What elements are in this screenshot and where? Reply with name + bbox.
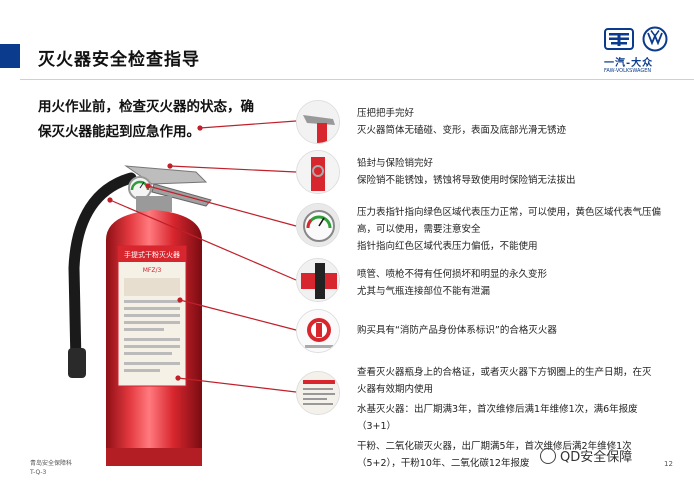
item-seal-pin-check: 铅封与保险销完好 保险销不能锈蚀，锈蚀将导致使用时保险销无法拔出 [357, 155, 667, 189]
item-hose-check: 喷管、喷枪不得有任何损坏和明显的永久变形 尤其与气瓶连接部位不能有泄漏 [357, 266, 667, 300]
logo-brand-subtext: FAW-VOLKSWAGEN [604, 68, 652, 74]
page-title: 灭火器安全检查指导 [38, 50, 200, 70]
certification-mark-thumbnail [296, 309, 340, 353]
seal-pin-thumbnail [296, 150, 340, 194]
page-number: 12 [664, 460, 673, 468]
faw-logo-icon [604, 28, 634, 50]
item-line: 指针指向红色区域代表压力偏低，不能使用 [357, 241, 538, 252]
item-line: 保险销不能锈蚀，锈蚀将导致使用时保险销无法拔出 [357, 175, 576, 186]
header-divider [20, 79, 694, 80]
intro-text: 用火作业前，检查灭火器的状态，确 保灭火器能起到应急作用。 [38, 95, 298, 145]
item-line: 喷管、喷枪不得有任何损坏和明显的永久变形 [357, 269, 548, 280]
label-model: MFZ/3 [143, 267, 162, 274]
item-line: 购买具有“消防产品身份体系标识”的合格灭火器 [357, 325, 557, 336]
fire-extinguisher-image: 手提式干粉灭火器 MFZ/3 [68, 165, 212, 466]
item-line: 尤其与气瓶连接部位不能有泄漏 [357, 286, 491, 297]
certificate-date-thumbnail [296, 371, 340, 415]
pressure-gauge-thumbnail [296, 203, 340, 247]
hose-nozzle-thumbnail [296, 258, 340, 302]
label-title: 手提式干粉灭火器 [124, 250, 180, 259]
watermark: QD安全保障 [540, 446, 632, 465]
header-accent-bar [0, 44, 20, 68]
footer-line-2: T-Q-3 [30, 469, 47, 476]
item-line: 压把把手完好 [357, 108, 415, 119]
item-certification-check: 购买具有“消防产品身份体系标识”的合格灭火器 [357, 322, 667, 339]
item-line: 铅封与保险销完好 [357, 158, 434, 169]
handle-thumbnail [296, 100, 340, 144]
footer-department: 青岛安全保障科 T-Q-3 [30, 459, 72, 477]
intro-line-2: 保灭火器能起到应急作用。 [38, 124, 200, 140]
item-expiry-check: 查看灭火器瓶身上的合格证，或者灭火器下方钢圈上的生产日期，在灭火器有效期内使用 … [357, 364, 657, 472]
vw-logo-icon [642, 26, 668, 52]
item-line: 压力表指针指向绿色区域代表压力正常，可以使用，黄色区域代表气压偏高，可以使用，需… [357, 207, 662, 235]
item-pressure-check: 压力表指针指向绿色区域代表压力正常，可以使用，黄色区域代表气压偏高，可以使用，需… [357, 204, 667, 255]
item-line: 水基灭火器：出厂期满3年，首次维修后满1年维修1次，满6年报废（3+1） [357, 404, 638, 432]
item-line: 灭火器筒体无磕碰、变形，表面及底部光滑无锈迹 [357, 125, 567, 136]
item-line: 干粉、二氧化碳灭火器，出厂期满5年，首次维修后满2年维修1次（5+2），干粉10… [357, 441, 632, 469]
footer-line-1: 青岛安全保障科 [30, 460, 73, 467]
item-line: 查看灭火器瓶身上的合格证，或者灭火器下方钢圈上的生产日期，在灭火器有效期内使用 [357, 367, 652, 395]
wechat-icon [540, 447, 556, 464]
intro-line-1: 用火作业前，检查灭火器的状态，确 [38, 99, 254, 115]
faw-vw-logo: 一汽-大众 FAW-VOLKSWAGEN [604, 26, 688, 76]
watermark-text: QD安全保障 [560, 450, 633, 465]
logo-brand-text: 一汽-大众 [604, 58, 654, 69]
item-handle-check: 压把把手完好 灭火器筒体无磕碰、变形，表面及底部光滑无锈迹 [357, 105, 667, 139]
